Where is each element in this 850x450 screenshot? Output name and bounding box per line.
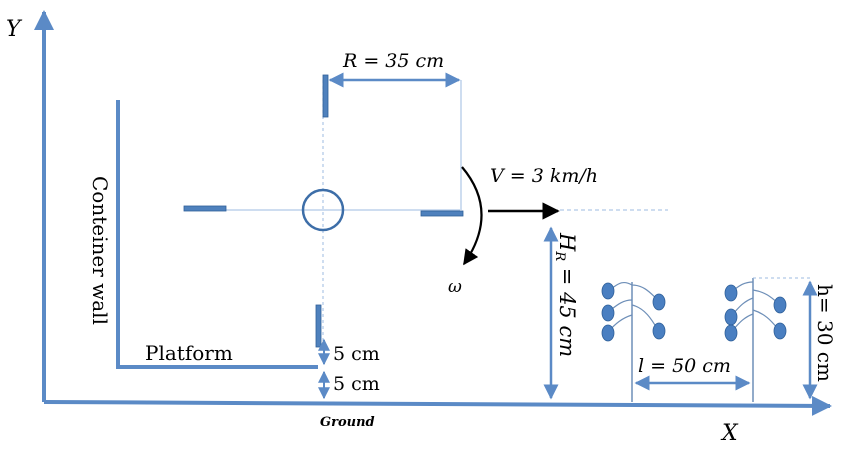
blade-top — [322, 74, 329, 118]
plant-spacing-label: l = 50 cm — [638, 355, 731, 377]
rotor-height-subscript: R — [552, 250, 567, 261]
gap-bottom-label: 5 cm — [333, 373, 380, 395]
plant-right-leaf — [773, 296, 787, 314]
rotation-arc — [461, 166, 483, 266]
plant-height-label: h= 30 cm — [813, 284, 837, 382]
omega-label: ω — [448, 277, 462, 297]
plant-left-leaf — [601, 324, 615, 342]
x-axis-label: X — [720, 421, 739, 446]
plant-right-leaf — [773, 322, 787, 340]
rotor-hub — [301, 188, 345, 232]
blade-bottom — [315, 304, 322, 348]
plant-right-branch — [730, 281, 780, 333]
plant-right — [724, 278, 787, 402]
rotor-height-value: = 45 cm — [555, 261, 579, 357]
plant-left-leaf — [601, 304, 615, 322]
velocity-label: V = 3 km/h — [490, 165, 598, 187]
plant-right-leaf — [724, 284, 738, 302]
platform-label: Platform — [145, 341, 233, 365]
plant-left-branch — [607, 281, 659, 333]
ground-label: Ground — [320, 415, 375, 430]
gap-top-label: 5 cm — [333, 343, 380, 365]
rotor-height-label: HR = 45 cm — [552, 232, 579, 357]
x-axis — [43, 395, 832, 416]
rotor-height-symbol: H — [555, 232, 579, 252]
blade-left — [183, 205, 227, 212]
plant-left-leaf — [652, 293, 666, 311]
plant-right-leaf — [724, 308, 738, 326]
plant-left-leaf — [601, 282, 615, 300]
blade-right — [420, 210, 464, 217]
plant-right-leaf — [724, 324, 738, 342]
y-axis-label: Y — [6, 17, 23, 42]
plant-left — [601, 281, 666, 402]
container-wall-label: Conteiner wall — [88, 176, 112, 325]
plant-left-leaf — [652, 322, 666, 340]
radius-label: R = 35 cm — [342, 50, 444, 72]
